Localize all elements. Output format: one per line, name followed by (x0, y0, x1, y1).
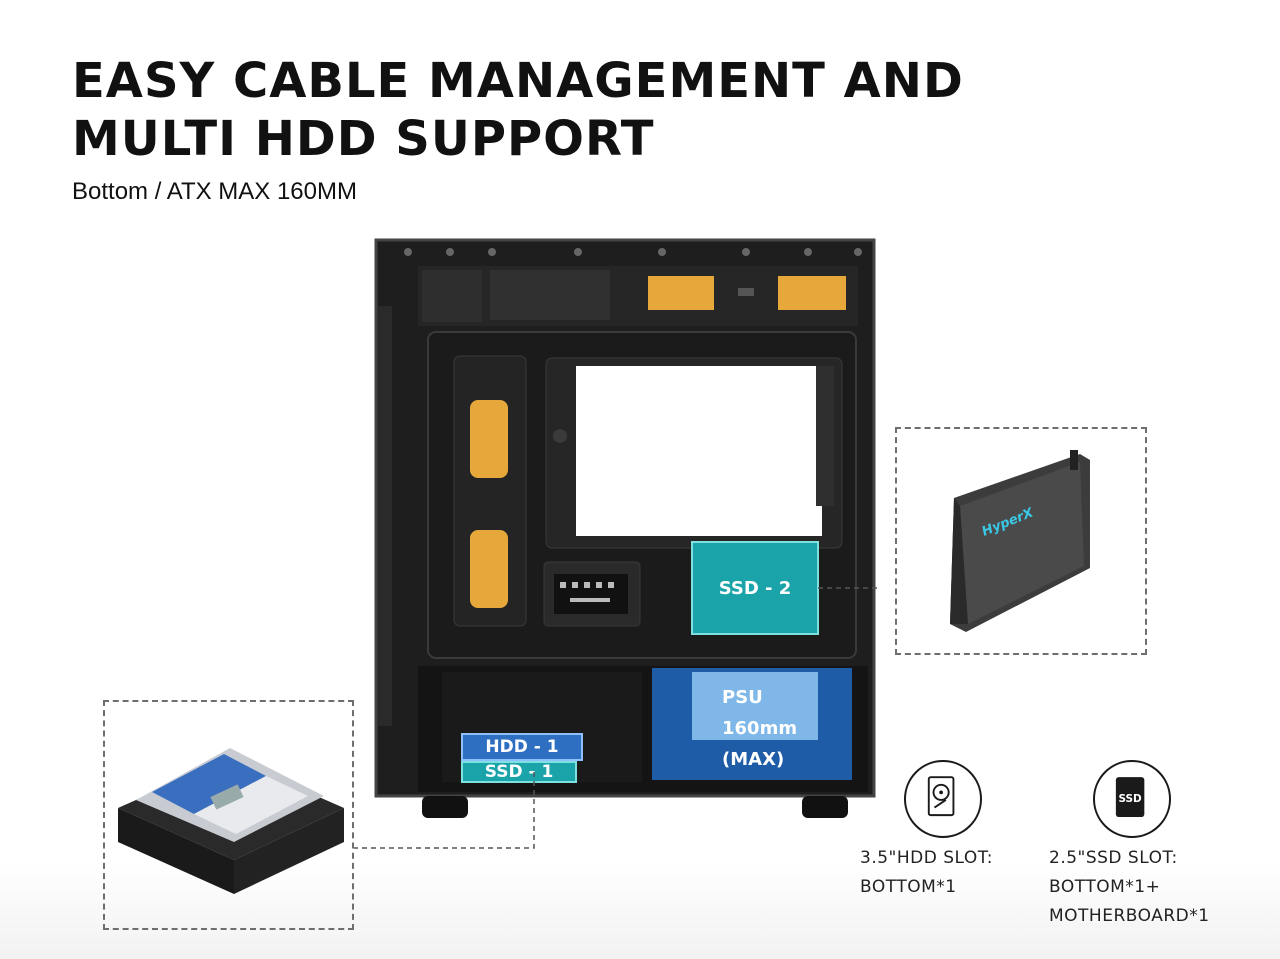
hdd-callout (103, 700, 354, 930)
ssd-bracket-callout (895, 427, 1147, 655)
ssd-1-highlight (461, 761, 577, 783)
ssd-slot-line-2: BOTTOM*1+ (1049, 877, 1161, 897)
psu-label-line-1: PSU (722, 687, 763, 708)
hdd-1-highlight (461, 733, 583, 761)
ssd-2-label: SSD - 2 (718, 577, 792, 599)
drive-slot-accent-lower (470, 530, 508, 608)
hdd-connector-line (354, 772, 535, 849)
front-mesh (378, 306, 392, 726)
top-bay-accent-right (778, 276, 846, 310)
psu-label: PSU 160mm (MAX) (722, 682, 797, 775)
top-bay-accent-left (648, 276, 714, 310)
hdd-icon (927, 776, 955, 817)
subtitle: Bottom / ATX MAX 160MM (72, 178, 357, 205)
foot-right (802, 796, 848, 818)
hdd-slot-label: 3.5"HDD SLOT: BOTTOM*1 (860, 844, 993, 902)
psu-label-line-3: (MAX) (722, 749, 785, 770)
ssd-slot-line-1: 2.5"SSD SLOT: (1049, 848, 1178, 868)
headline-line-1: EASY CABLE MANAGEMENT AND (72, 53, 964, 109)
drive-slot-accent-upper (470, 400, 508, 478)
hdd-slot-line-1: 3.5"HDD SLOT: (860, 848, 994, 868)
headline-line-2: MULTI HDD SUPPORT (72, 111, 655, 167)
ssd-1-label: SSD - 1 (484, 762, 554, 782)
hdd-1-label: HDD - 1 (485, 737, 559, 757)
ssd-icon-text: SSD (1119, 793, 1143, 805)
hdd-slot-line-2: BOTTOM*1 (860, 877, 957, 897)
foot-left (422, 796, 468, 818)
ssd-bracket-image: HyperX (950, 450, 1090, 632)
psu-label-line-2: 160mm (722, 718, 798, 739)
ssd-slot-icon-wrap: SSD (1093, 760, 1171, 838)
ssd-2-highlight (691, 541, 819, 635)
ssd-slot-line-3: MOTHERBOARD*1 (1049, 906, 1210, 926)
top-screws (404, 248, 862, 256)
hdd-image (118, 748, 344, 894)
ssd-slot-label: 2.5"SSD SLOT: BOTTOM*1+ MOTHERBOARD*1 (1049, 844, 1210, 931)
cpu-cutout (576, 366, 822, 536)
psu-label-bg (692, 672, 818, 740)
ssd-icon: SSD (1115, 777, 1145, 818)
fan-hub (554, 574, 628, 614)
hdd-slot-icon-wrap (904, 760, 982, 838)
pc-case-illustration (374, 238, 880, 818)
page-title: EASY CABLE MANAGEMENT AND MULTI HDD SUPP… (72, 52, 964, 168)
